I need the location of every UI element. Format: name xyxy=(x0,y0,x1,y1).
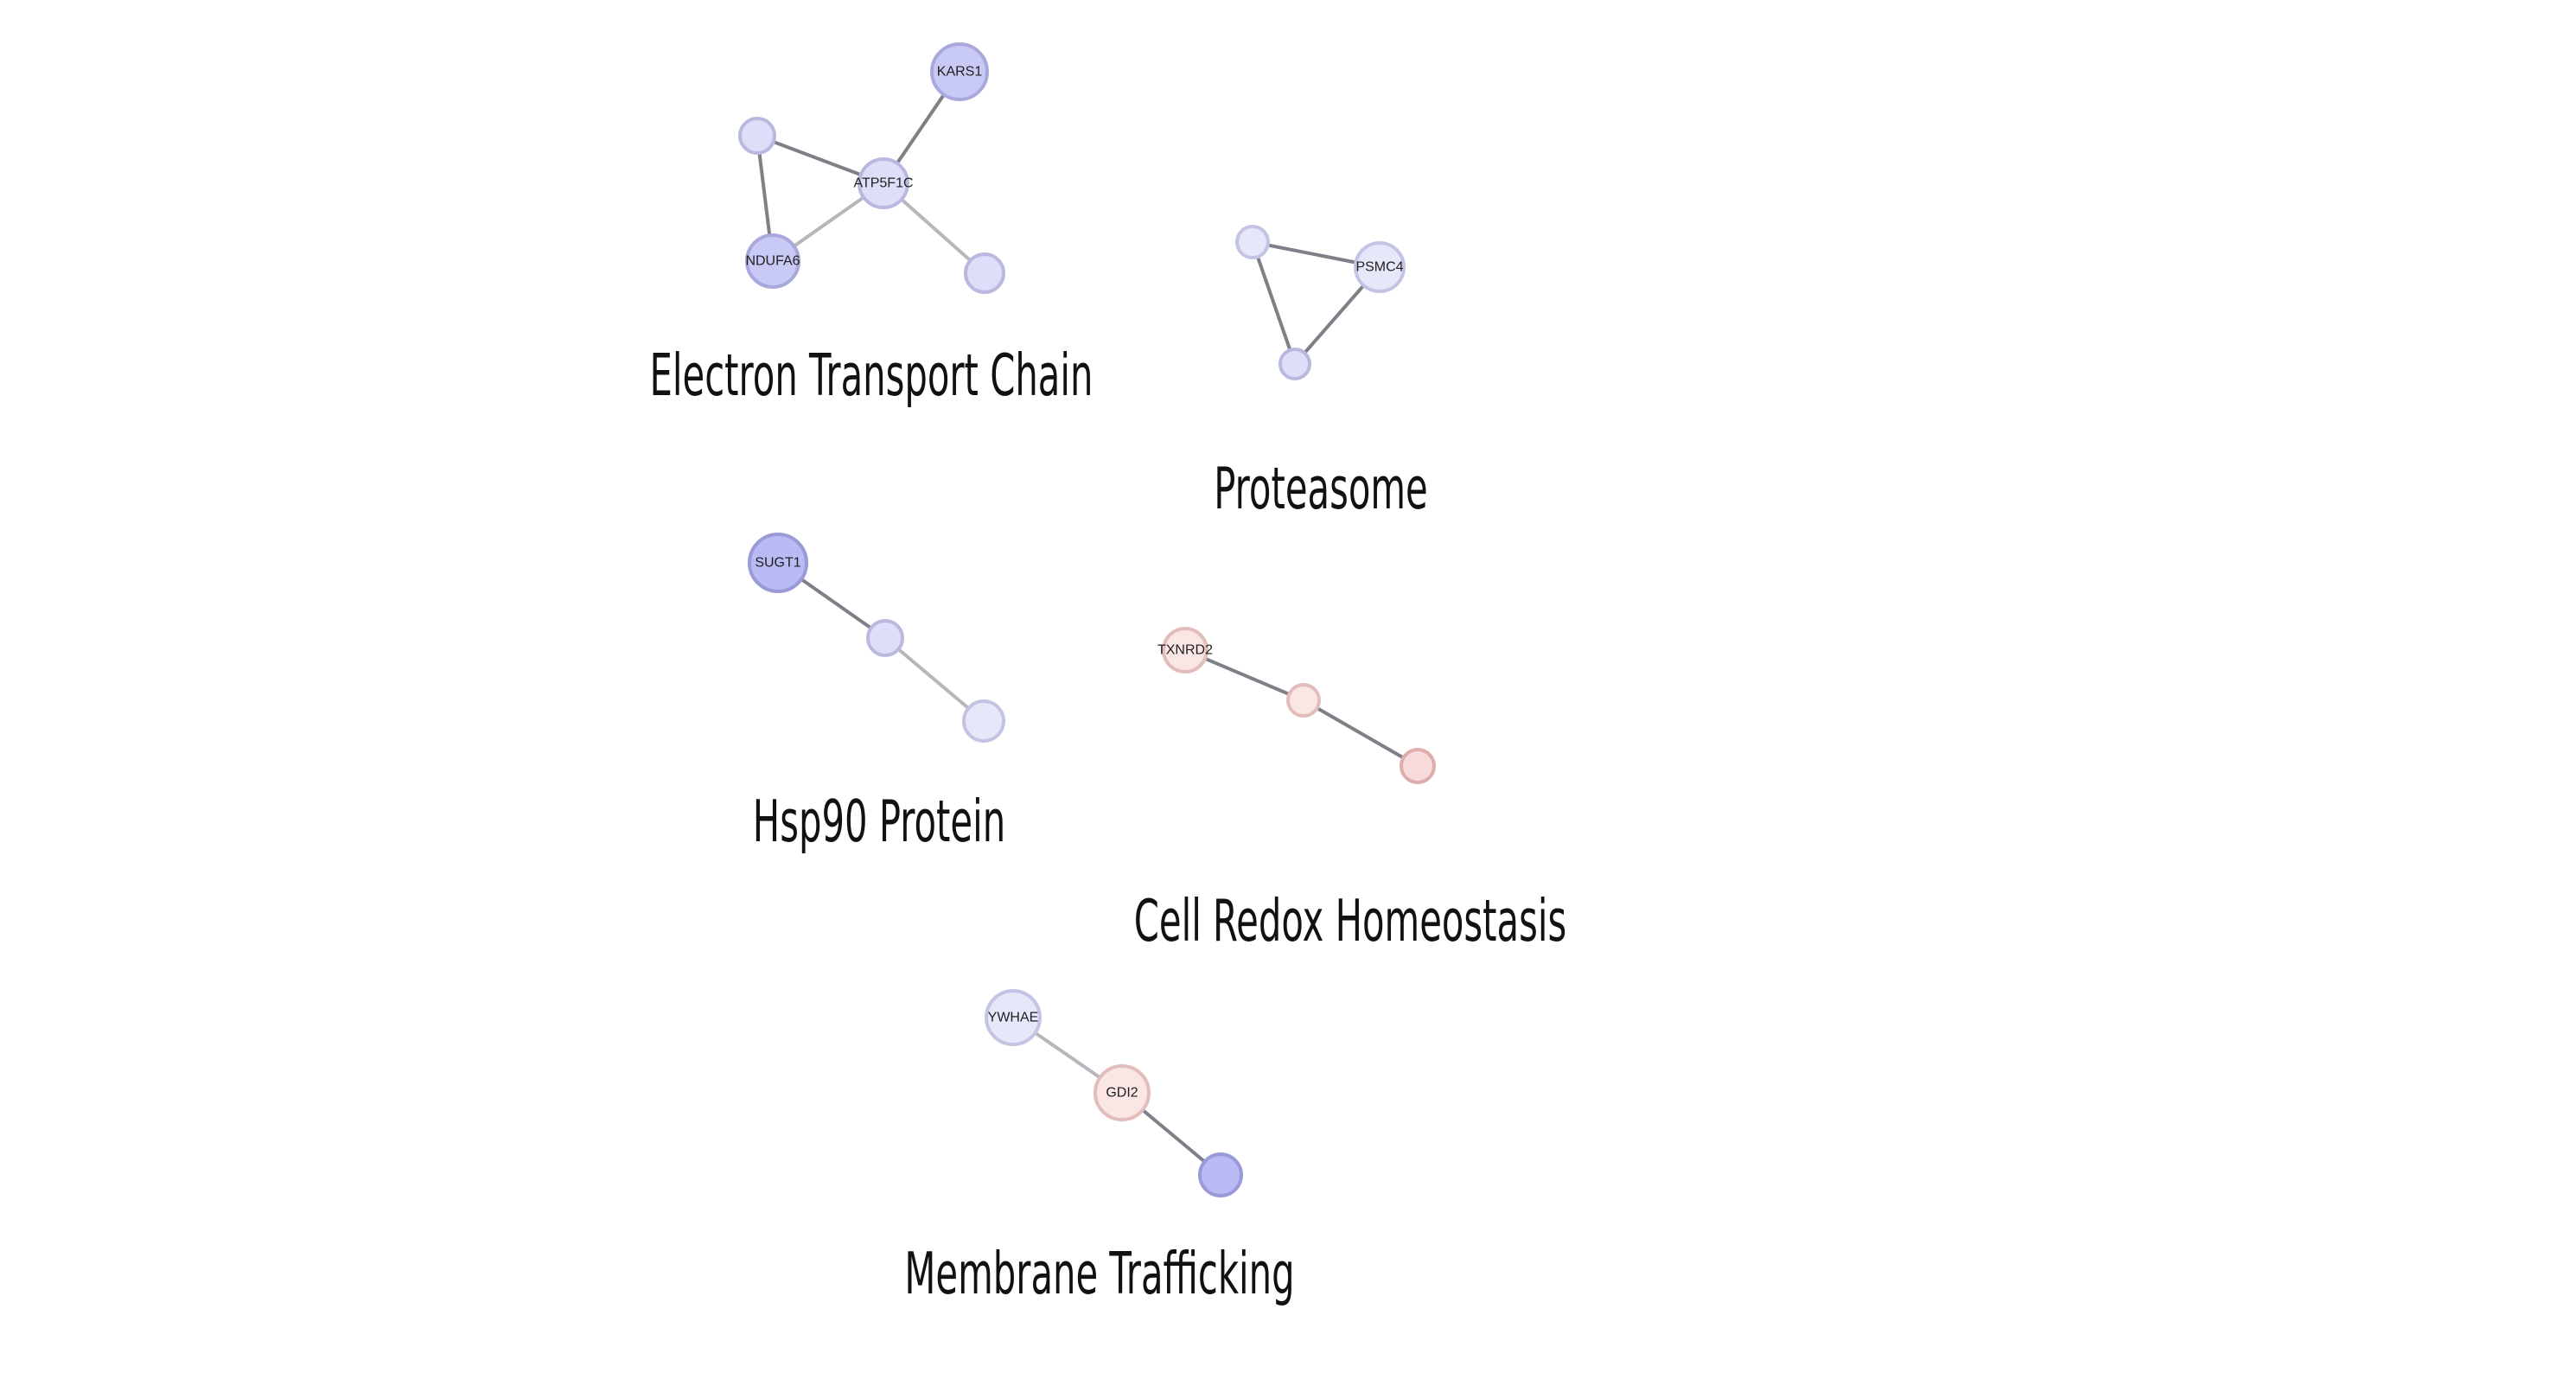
node-circle[interactable] xyxy=(1235,225,1270,259)
node-label: TXNRD2 xyxy=(1157,643,1213,658)
cluster-title: Membrane Trafficking xyxy=(904,1241,1294,1308)
node-kars1[interactable]: KARS1 xyxy=(930,42,989,101)
node-mem-a[interactable] xyxy=(1198,1152,1243,1197)
node-label: PSMC4 xyxy=(1355,260,1403,275)
node-sugt1[interactable]: SUGT1 xyxy=(748,533,808,593)
node-circle[interactable] xyxy=(748,533,808,593)
node-circle[interactable] xyxy=(858,157,909,209)
node-prot-b[interactable] xyxy=(1278,348,1311,380)
node-circle[interactable] xyxy=(1354,241,1406,293)
node-circle[interactable] xyxy=(1400,748,1436,784)
node-circle[interactable] xyxy=(1094,1064,1151,1121)
cluster-title: Electron Transport Chain xyxy=(650,342,1094,410)
node-circle[interactable] xyxy=(1198,1152,1243,1197)
node-circle[interactable] xyxy=(985,989,1042,1046)
node-ywhae[interactable]: YWHAE xyxy=(985,989,1042,1046)
node-label: ATP5F1C xyxy=(853,176,913,191)
node-ndufa6[interactable]: NDUFA6 xyxy=(745,233,800,289)
node-prot-a[interactable] xyxy=(1235,225,1270,259)
cluster-title: Hsp90 Protein xyxy=(753,788,1005,856)
node-circle[interactable] xyxy=(1278,348,1311,380)
node-circle[interactable] xyxy=(962,699,1005,743)
node-label: YWHAE xyxy=(988,1011,1039,1025)
node-label: NDUFA6 xyxy=(745,254,800,269)
node-psmc4[interactable]: PSMC4 xyxy=(1354,241,1406,293)
edge-prot-a-prot-b xyxy=(1251,240,1297,366)
node-etc-b[interactable] xyxy=(964,252,1005,294)
node-circle[interactable] xyxy=(745,233,800,289)
node-circle[interactable] xyxy=(930,42,989,101)
node-txnrd2[interactable]: TXNRD2 xyxy=(1157,627,1213,674)
node-hsp-a[interactable] xyxy=(866,619,904,657)
node-atp5f1c[interactable]: ATP5F1C xyxy=(853,157,914,209)
node-label: KARS1 xyxy=(937,65,983,80)
node-gdi2[interactable]: GDI2 xyxy=(1094,1064,1151,1121)
cluster-title: Proteasome xyxy=(1214,456,1428,523)
node-redox-b[interactable] xyxy=(1400,748,1436,784)
cluster-title: Cell Redox Homeostasis xyxy=(1134,888,1566,955)
node-circle[interactable] xyxy=(1286,683,1321,718)
node-label: GDI2 xyxy=(1106,1086,1138,1101)
node-circle[interactable] xyxy=(738,117,776,155)
node-redox-a[interactable] xyxy=(1286,683,1321,718)
node-etc-a[interactable] xyxy=(738,117,776,155)
node-hsp-b[interactable] xyxy=(962,699,1005,743)
node-label: SUGT1 xyxy=(755,556,800,571)
node-circle[interactable] xyxy=(1162,627,1208,674)
node-circle[interactable] xyxy=(866,619,904,657)
edge-redox-a-redox-b xyxy=(1302,699,1419,768)
node-circle[interactable] xyxy=(964,252,1005,294)
